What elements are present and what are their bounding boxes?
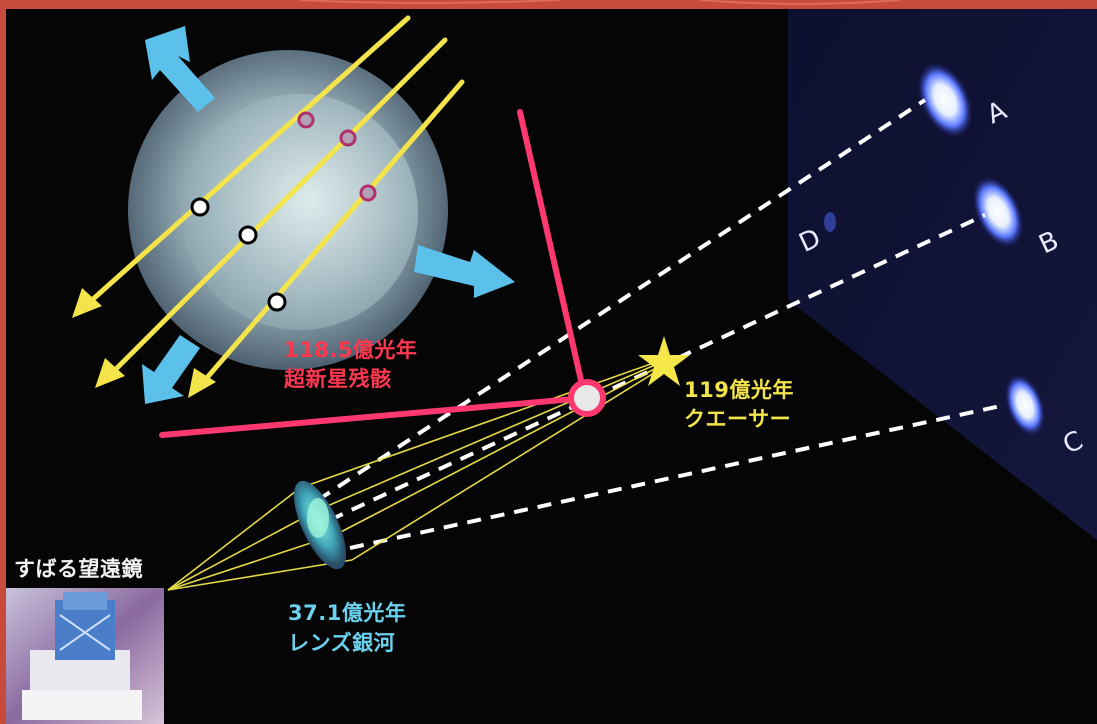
quasar-name-label: クエーサー — [684, 407, 792, 431]
light-ray-arrowheads — [72, 288, 216, 398]
absorption-points — [190, 111, 377, 312]
sightline-angle — [159, 109, 588, 438]
supernova-sightline-point — [568, 379, 606, 417]
quasar-distance-label: 119億光年 — [684, 378, 794, 402]
supernova-distance-label: 118.5億光年 — [284, 338, 418, 362]
supernova-name-label: 超新星残骸 — [284, 367, 392, 391]
expansion-arrow-icon — [142, 26, 515, 404]
diagram-panel — [6, 9, 1097, 724]
light-rays — [89, 15, 465, 383]
diagram-canvas — [6, 9, 1097, 724]
quasar-image-b — [972, 176, 1024, 248]
lens-galaxy-name-label: レンズ銀河 — [288, 631, 396, 655]
lens-galaxy-icon — [293, 480, 347, 570]
telescope-label: すばる望遠鏡 — [14, 557, 143, 581]
lens-galaxy-distance-label: 37.1億光年 — [288, 601, 407, 625]
telescope-icon — [6, 588, 164, 724]
quasar-image-a — [917, 62, 973, 138]
supernova-remnant — [128, 50, 448, 370]
quasar-image-d — [824, 212, 836, 232]
lens-cone-lines — [167, 359, 663, 591]
quasar-image-c — [1004, 374, 1046, 436]
star-icon — [638, 336, 690, 386]
